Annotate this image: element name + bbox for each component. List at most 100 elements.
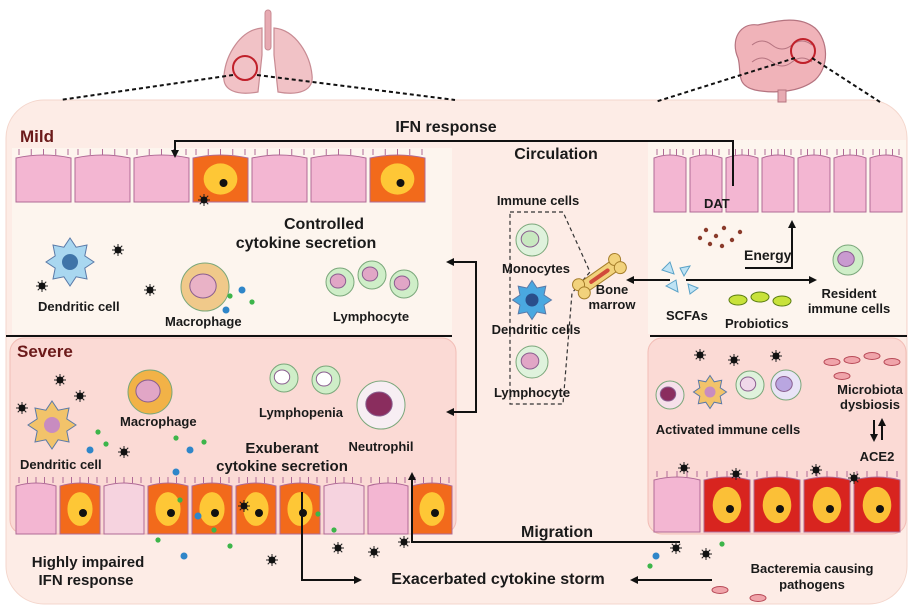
virus-core bbox=[268, 556, 276, 564]
scfas-label: SCFAs bbox=[666, 308, 708, 323]
pale-epithelial-cell bbox=[103, 482, 145, 535]
virus-particle bbox=[118, 446, 130, 458]
cytokine-dots bbox=[86, 286, 901, 602]
cytokine-dot bbox=[201, 439, 207, 445]
cytokine-storm-label: Exacerbated cytokine storm bbox=[391, 571, 605, 588]
bone-label-2: marrow bbox=[588, 297, 636, 312]
virus-core bbox=[400, 538, 408, 546]
epithelial-cell bbox=[725, 154, 759, 213]
mild-lung-epithelium bbox=[15, 149, 426, 203]
cell-core bbox=[862, 486, 892, 524]
dat-label: DAT bbox=[704, 196, 730, 211]
zoom-line-lung-right bbox=[256, 74, 456, 101]
cell-nucleus bbox=[62, 254, 78, 270]
virus-particle bbox=[700, 548, 712, 560]
migration-arrow bbox=[408, 472, 680, 543]
cell-nucleus bbox=[393, 275, 411, 291]
dendritic-cells-label: Dendritic cells bbox=[491, 322, 581, 337]
cytokine-dot bbox=[95, 429, 101, 435]
cell-core bbox=[380, 163, 415, 195]
cell-nucleus bbox=[365, 391, 393, 417]
dysbiosis-label-2: dysbiosis bbox=[840, 397, 900, 412]
cell-nucleus bbox=[739, 376, 757, 392]
cell-nucleus bbox=[659, 386, 677, 402]
activated-immune-label: Activated immune cells bbox=[655, 422, 801, 437]
virus-in-cell bbox=[876, 505, 884, 513]
activated-cell-2 bbox=[692, 374, 728, 410]
cytokine-dot bbox=[331, 527, 337, 533]
virus-particles bbox=[16, 194, 860, 566]
cell-core bbox=[243, 492, 269, 526]
cell-core bbox=[67, 492, 93, 526]
immune-cells-label: Immune cells bbox=[496, 193, 580, 208]
virus-particle bbox=[266, 554, 278, 566]
neutrophil-label: Neutrophil bbox=[348, 439, 414, 454]
severe-macrophage bbox=[127, 369, 173, 415]
lymphopenia-cell-1 bbox=[269, 363, 299, 393]
cell-core bbox=[419, 492, 445, 526]
cell-core bbox=[287, 492, 313, 526]
virus-core bbox=[114, 246, 122, 254]
virus-core bbox=[772, 352, 780, 360]
cell-nucleus bbox=[315, 371, 333, 387]
bone-marrow-icon bbox=[572, 252, 627, 300]
virus-core bbox=[18, 404, 26, 412]
virus-spike bbox=[199, 195, 203, 199]
center-dendritic-cell bbox=[511, 279, 553, 321]
cytokine-dot bbox=[238, 286, 246, 294]
mild-lymphocyte-2 bbox=[357, 260, 387, 290]
epithelial-cell bbox=[653, 154, 687, 213]
virus-particle bbox=[398, 536, 410, 548]
epithelial-cell bbox=[761, 154, 795, 213]
mild-lymphocyte-label: Lymphocyte bbox=[333, 309, 410, 324]
cell-core bbox=[155, 492, 181, 526]
virus-particle bbox=[74, 390, 86, 402]
center-lymphocyte bbox=[515, 345, 549, 379]
cytokine-dot bbox=[186, 446, 194, 454]
epithelial-cell bbox=[689, 154, 723, 213]
virus-core bbox=[200, 196, 208, 204]
controlled-label-1: Controlled bbox=[284, 216, 364, 233]
cytokine-dot bbox=[155, 537, 161, 543]
severe-gut-epithelium bbox=[653, 471, 901, 533]
center-lymphocyte-label: Lymphocyte bbox=[493, 385, 571, 400]
virus-core bbox=[812, 466, 820, 474]
bone-label-1: Bone bbox=[595, 282, 629, 297]
cell-nucleus bbox=[135, 379, 161, 403]
section-title-severe: Severe bbox=[17, 342, 73, 361]
lymphopenia-cell-2 bbox=[311, 365, 341, 395]
resident-label-1: Resident bbox=[821, 286, 877, 301]
lungs-icon bbox=[223, 9, 313, 94]
cytokine-dot bbox=[172, 468, 180, 476]
controlled-label-2: cytokine secretion bbox=[235, 235, 377, 252]
dysbiosis-bacterium bbox=[823, 358, 841, 366]
mild-macrophage bbox=[180, 262, 230, 312]
cell-nucleus bbox=[361, 266, 379, 282]
cytokine-dot bbox=[180, 552, 188, 560]
cell-nucleus bbox=[189, 273, 217, 299]
epithelial-cell bbox=[653, 476, 701, 533]
virus-core bbox=[680, 464, 688, 472]
virus-particle bbox=[678, 462, 690, 474]
virus-spike bbox=[113, 245, 117, 249]
exuberant-label-1: Exuberant bbox=[245, 440, 319, 457]
mild-gut-epithelium bbox=[653, 149, 903, 213]
virus-in-cell bbox=[826, 505, 834, 513]
section-title-mild: Mild bbox=[20, 127, 54, 146]
virus-core bbox=[56, 376, 64, 384]
virus-core bbox=[76, 392, 84, 400]
pathogen-bacterium bbox=[749, 594, 767, 602]
virus-particle bbox=[670, 542, 682, 554]
pathogen-bacterium bbox=[711, 586, 729, 594]
bacteremia-label-2: pathogens bbox=[779, 577, 845, 592]
virus-spike bbox=[199, 201, 203, 205]
virus-particle bbox=[112, 244, 124, 256]
exuberant-label-2: cytokine secretion bbox=[216, 458, 348, 475]
virus-particle bbox=[198, 194, 210, 206]
virus-particle bbox=[810, 464, 822, 476]
cytokine-dot bbox=[227, 543, 233, 549]
cell-nucleus bbox=[775, 376, 793, 392]
lymphopenia-label: Lymphopenia bbox=[258, 405, 344, 420]
virus-core bbox=[120, 448, 128, 456]
